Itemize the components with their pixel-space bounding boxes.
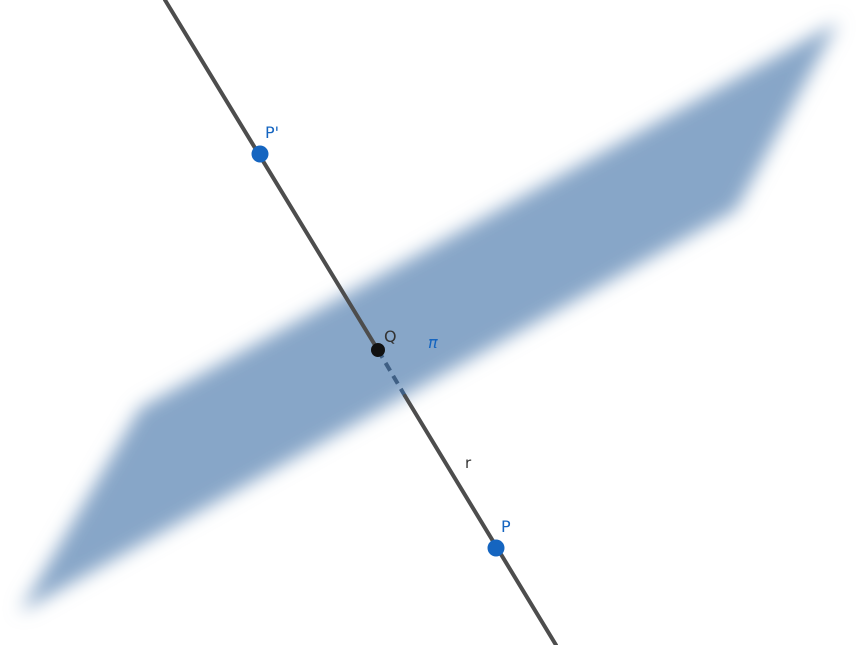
line-r-upper — [163, 0, 380, 352]
point-p[interactable] — [487, 539, 505, 557]
line-r-lower — [403, 394, 558, 645]
label-p: P — [501, 517, 511, 536]
point-q[interactable] — [371, 343, 385, 357]
line-r-hidden — [376, 348, 407, 398]
label-p-prime: P' — [265, 123, 279, 142]
label-q: Q — [384, 327, 397, 346]
label-line-r: r — [465, 454, 472, 472]
plane-pi — [20, 22, 838, 612]
label-plane-pi: π — [428, 333, 438, 352]
point-p-prime[interactable] — [251, 145, 269, 163]
